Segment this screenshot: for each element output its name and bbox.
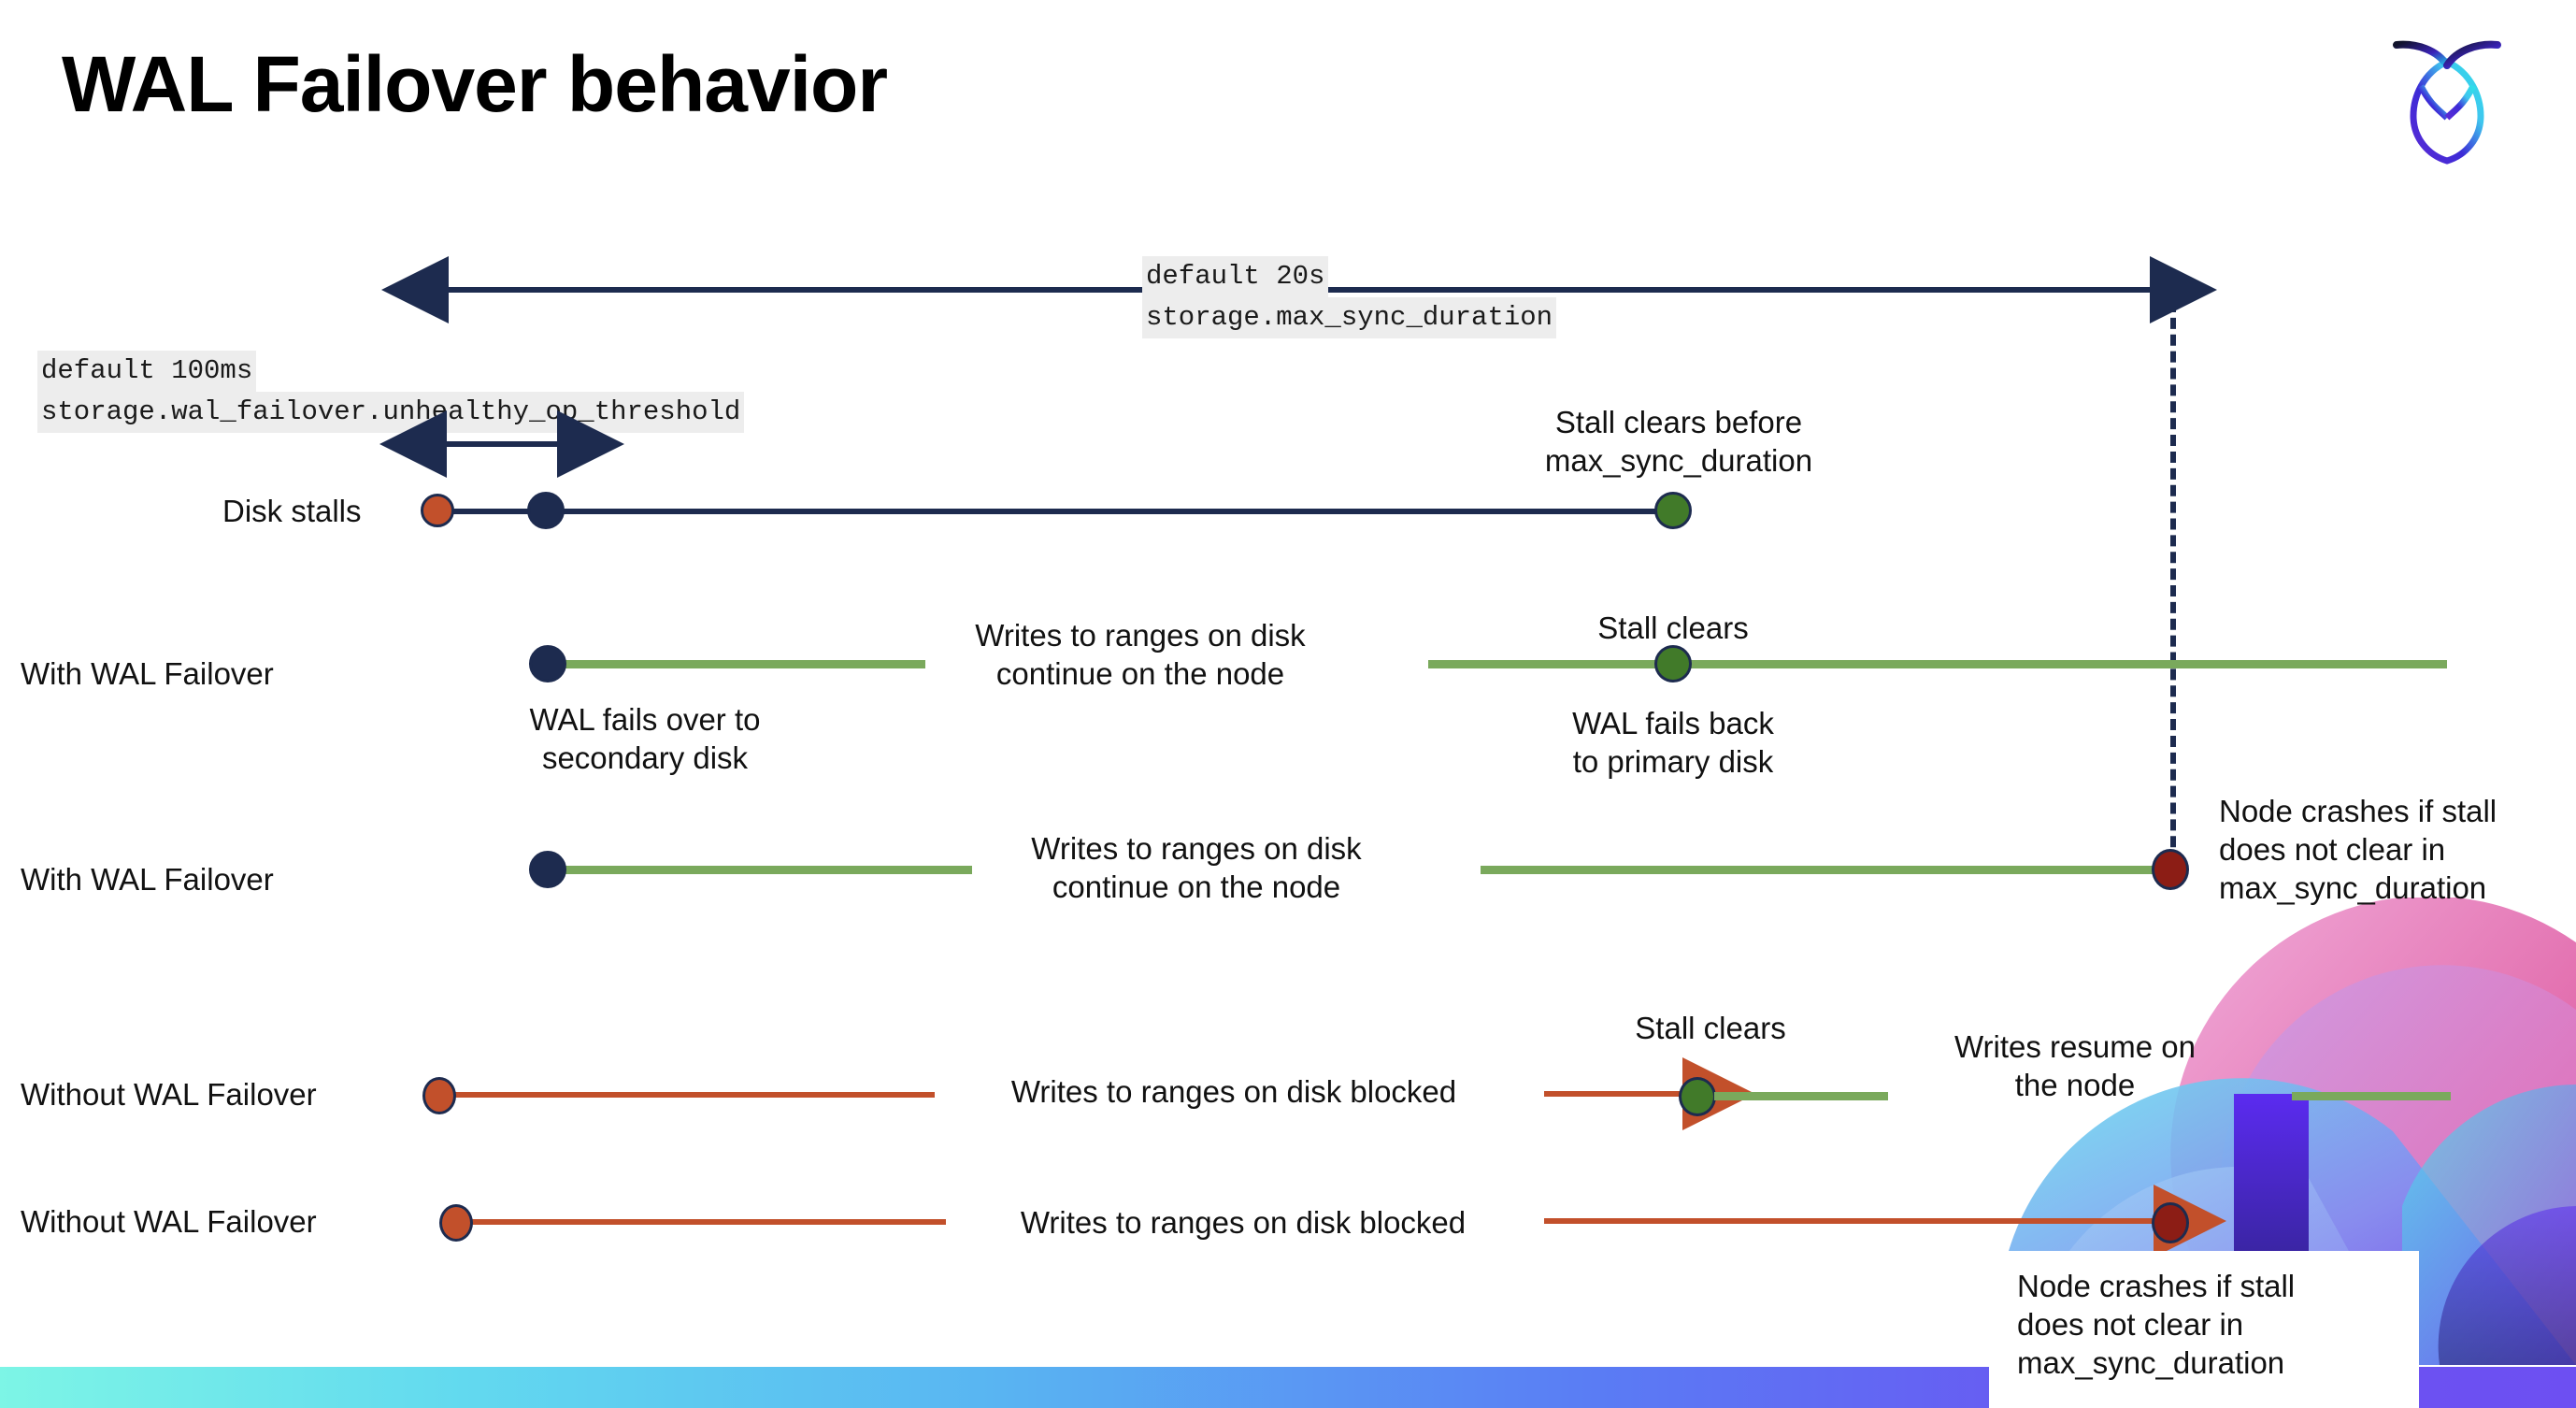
row-label-without-wal-failover-2: Without WAL Failover <box>21 1204 317 1239</box>
row-label-with-wal-failover-2: With WAL Failover <box>21 862 274 897</box>
annotation-writes-blocked-2: Writes to ranges on disk blocked <box>1020 1205 1467 1240</box>
row-label-disk-stalls: Disk stalls <box>222 494 362 528</box>
without-failover-1-blocked-arrow <box>1544 1057 1755 1130</box>
annotation-wal-fails-over: WAL fails over to secondary disk <box>529 702 761 775</box>
row-label-with-wal-failover-1: With WAL Failover <box>21 656 274 691</box>
with-failover-2-failover-dot <box>529 851 566 888</box>
without-failover-2-stall-dot <box>439 1204 473 1242</box>
annotation-writes-blocked-1: Writes to ranges on disk blocked <box>1010 1074 1457 1109</box>
with-failover-2-crash-dot <box>2152 849 2189 890</box>
annotation-writes-resume: Writes resume on the node <box>1954 1029 2196 1102</box>
with-failover-2-segment-left <box>551 866 972 874</box>
without-failover-1-clear-dot <box>1679 1077 1716 1116</box>
unhealthy-setting-label: storage.wal_failover.unhealthy_op_thresh… <box>37 392 745 433</box>
row-label-without-wal-failover-1: Without WAL Failover <box>21 1077 317 1112</box>
without-failover-1-resume-segment-b <box>2292 1092 2451 1100</box>
disk-stalls-timeline <box>437 509 1681 514</box>
with-failover-1-failover-dot <box>529 645 566 682</box>
disk-stall-clear-dot <box>1654 492 1692 529</box>
cockroach-logo-icon <box>2382 28 2512 168</box>
disk-stall-start-dot <box>421 494 454 527</box>
max-sync-boundary-dashed-line <box>2170 301 2176 881</box>
with-failover-1-clear-dot <box>1654 645 1692 682</box>
without-failover-1-stall-dot <box>422 1077 456 1114</box>
without-failover-2-blocked-segment <box>456 1219 946 1225</box>
annotation-node-crashes-1: Node crashes if stall does not clear in … <box>2219 794 2497 905</box>
annotation-writes-continue-2: Writes to ranges on disk continue on the… <box>1031 831 1362 904</box>
annotation-writes-continue-1: Writes to ranges on disk continue on the… <box>975 618 1306 691</box>
annotation-stall-clears-before-max-sync: Stall clears before max_sync_duration <box>1544 405 1813 478</box>
without-failover-2-blocked-arrow <box>1544 1185 2226 1257</box>
with-failover-2-segment-right <box>1481 866 2172 874</box>
callout-plate <box>1989 1251 2419 1408</box>
annotation-node-crashes-2: Node crashes if stall does not clear in … <box>2017 1269 2296 1380</box>
unhealthy-threshold-arrow <box>379 410 624 478</box>
with-failover-1-segment-right <box>1428 660 2447 668</box>
annotation-stall-clears-2: Stall clears <box>1635 1011 1786 1045</box>
annotation-stall-clears-1: Stall clears <box>1597 611 1749 645</box>
max-sync-setting-label: storage.max_sync_duration <box>1142 297 1557 338</box>
without-failover-1-blocked-segment <box>439 1092 935 1098</box>
with-failover-1-segment-left <box>551 660 925 668</box>
max-sync-default-label: default 20s <box>1142 256 1329 297</box>
unhealthy-default-label: default 100ms <box>37 351 257 392</box>
without-failover-2-crash-dot <box>2152 1202 2189 1243</box>
disk-stall-failover-dot <box>527 492 565 529</box>
without-failover-1-resume-segment-a <box>1714 1092 1888 1100</box>
page-title: WAL Failover behavior <box>62 40 888 128</box>
annotation-wal-fails-back: WAL fails back to primary disk <box>1572 706 1774 779</box>
